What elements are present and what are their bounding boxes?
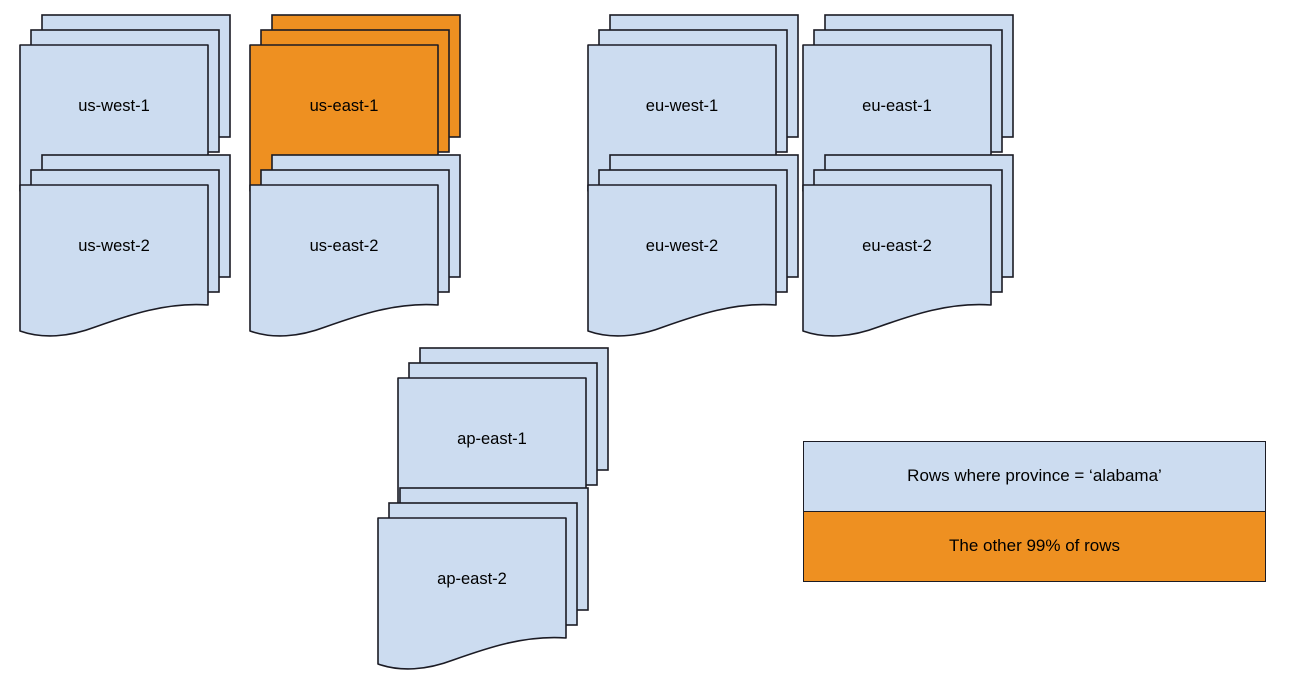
region-stack-ap-east-2[interactable]: ap-east-2 <box>377 487 596 670</box>
legend: Rows where province = ‘alabama’ The other… <box>803 441 1266 582</box>
legend-row-legend-blue: Rows where province = ‘alabama’ <box>803 441 1266 512</box>
document-stack-icon <box>802 154 1014 337</box>
document-stack-icon <box>397 347 609 530</box>
legend-row-legend-orange: The other 99% of rows <box>803 511 1266 582</box>
legend-label-legend-blue: Rows where province = ‘alabama’ <box>907 466 1162 486</box>
document-sheet-front <box>249 184 439 337</box>
region-stack-eu-east-2[interactable]: eu-east-2 <box>802 154 1021 337</box>
region-stack-us-west-2[interactable]: us-west-2 <box>19 154 238 337</box>
document-sheet-front <box>19 184 209 337</box>
region-stack-eu-west-2[interactable]: eu-west-2 <box>587 154 806 337</box>
document-stack-icon <box>587 14 799 197</box>
region-stack-us-east-2[interactable]: us-east-2 <box>249 154 468 337</box>
region-stack-ap-east-1[interactable]: ap-east-1 <box>397 347 616 530</box>
document-stack-icon <box>377 487 589 670</box>
document-sheet-front <box>802 184 992 337</box>
document-sheet-front <box>587 184 777 337</box>
document-stack-icon <box>587 154 799 337</box>
legend-label-legend-orange: The other 99% of rows <box>948 536 1121 556</box>
document-sheet-front <box>377 517 567 670</box>
document-stack-icon <box>19 154 231 337</box>
document-stack-icon <box>249 154 461 337</box>
